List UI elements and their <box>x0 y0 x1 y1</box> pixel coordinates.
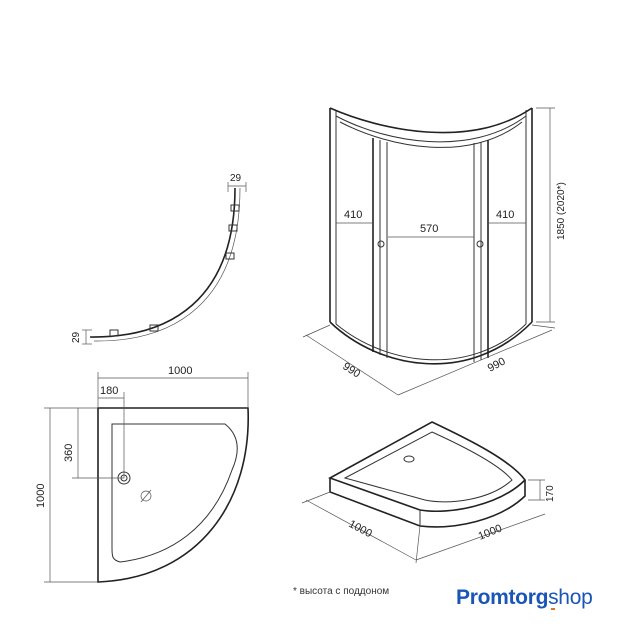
profile-arc <box>89 187 236 338</box>
cabin-side-right-label: 410 <box>496 209 514 221</box>
tray-plan-view: 1000 180 360 1000 <box>35 365 249 583</box>
tray-3d-depth-right-label: 1000 <box>477 522 504 542</box>
profile-top-label: 29 <box>230 173 242 184</box>
right-door-handle <box>476 240 484 248</box>
cabin-depth-right-label: 990 <box>486 355 508 374</box>
tray-3d-top <box>328 421 527 513</box>
cabin-depth-left-label: 990 <box>340 360 362 380</box>
tray-3d-base <box>329 478 526 528</box>
cabin-depth-right-line <box>397 329 553 396</box>
brand-logo: Promtorgshop <box>456 586 593 610</box>
tray-plan-outer <box>97 407 249 583</box>
tray-3d-depth-left-label: 1000 <box>347 518 374 540</box>
tray-3d-height-label: 170 <box>545 485 556 502</box>
cabin-center-label: 570 <box>420 223 438 235</box>
tray-plan-inner <box>111 423 238 563</box>
logo-accent <box>551 608 555 610</box>
tray-offset-y-label: 360 <box>63 444 75 462</box>
tray-3d-view: 1000 1000 170 <box>301 421 556 564</box>
cabin-top-arc <box>329 107 533 134</box>
tray-offset-x-label: 180 <box>100 385 118 397</box>
tray-3d-drain-icon <box>403 455 415 463</box>
cabin-height-label: 1850 (2020*) <box>556 182 567 240</box>
cabin-depth-left-line <box>305 334 399 396</box>
logo-part2: shop <box>548 586 593 609</box>
tray-3d-depth-left-line <box>305 499 417 561</box>
cabin-side-left-label: 410 <box>344 209 362 221</box>
cabin-view: 410 570 410 1850 (2020*) 990 990 <box>302 107 567 396</box>
footnote: * высота с поддоном <box>293 586 390 597</box>
profile-view: 29 29 <box>71 173 247 345</box>
logo-part1: Promtorg <box>456 586 549 609</box>
tray-height-label: 1000 <box>35 484 47 508</box>
cabin-bottom-arc <box>329 321 533 365</box>
left-door-handle <box>377 240 385 248</box>
profile-arc-outer <box>93 187 241 342</box>
profile-left-label: 29 <box>71 331 82 343</box>
tray-3d-depth-right-line <box>415 513 546 561</box>
tray-width-label: 1000 <box>168 365 192 377</box>
